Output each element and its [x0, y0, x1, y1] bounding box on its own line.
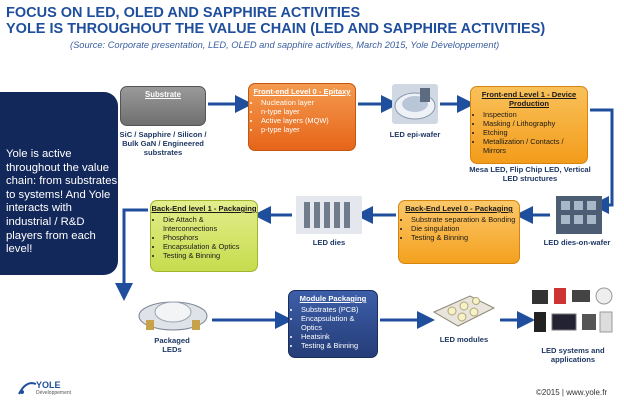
title-line-2: YOLE IS THROUGHOUT THE VALUE CHAIN (LED … [6, 21, 546, 37]
list-item: n-type layer [261, 107, 355, 116]
yole-logo-text: YOLE [36, 380, 61, 390]
substrate-box: Substrate [120, 86, 206, 126]
module-packaging-box: Module Packaging Substrates (PCB) Encaps… [288, 290, 378, 358]
list-item: Die Attach & Interconnections [163, 215, 257, 233]
backend-level0-title: Back-End Level 0 - Packaging [405, 204, 513, 213]
arrow-backend1-to-packaged [115, 208, 148, 301]
backend-level1-list: Die Attach & Interconnections Phosphors … [151, 215, 257, 260]
side-panel-text: Yole is active throughout the value chai… [6, 148, 118, 256]
list-item: Active layers (MQW) [261, 116, 355, 125]
list-item: Substrates (PCB) [301, 305, 377, 314]
backend-level0-box: Back-End Level 0 - Packaging Substrate s… [398, 200, 520, 264]
backend-level0-list: Substrate separation & Bonding Die singu… [399, 215, 519, 242]
frontend-level0-title: Front-end Level 0 - Epitaxy [253, 87, 351, 96]
frontend-level1-title: Front-end Level 1 - Device Production [481, 90, 577, 108]
list-item: Encapsulation & Optics [163, 242, 257, 251]
list-item: Testing & Binning [301, 341, 377, 350]
arrow-device-to-dies-on-wafer [590, 108, 614, 214]
side-panel [0, 92, 118, 275]
led-dies-image [296, 196, 362, 234]
module-packaging-title: Module Packaging [299, 294, 367, 303]
led-modules-image [430, 292, 498, 330]
epi-wafer-caption: LED epi-wafer [389, 130, 441, 139]
epi-wafer-image [392, 84, 438, 124]
list-item: Masking / Lithography [483, 119, 587, 128]
list-item: Testing & Binning [411, 233, 519, 242]
led-systems-image [528, 286, 618, 344]
packaged-leds-image [136, 292, 210, 334]
substrate-caption: SiC / Sapphire / Silicon / Bulk GaN / En… [119, 130, 207, 157]
led-modules-caption: LED modules [439, 335, 489, 344]
backend-level1-box: Back-End level 1 - Packaging Die Attach … [150, 200, 258, 272]
module-packaging-list: Substrates (PCB) Encapsulation & Optics … [289, 305, 377, 350]
list-item: Nucleation layer [261, 98, 355, 107]
substrate-label: Substrate [145, 90, 181, 99]
list-item: Phosphors [163, 233, 257, 242]
list-item: Etching [483, 128, 587, 137]
copyright: ©2015 | www.yole.fr [536, 388, 608, 397]
yole-logo-subtext: Développement [36, 390, 72, 396]
frontend-level1-box: Front-end Level 1 - Device Production In… [470, 86, 588, 164]
frontend-level1-list: Inspection Masking / Lithography Etching… [471, 110, 587, 155]
source-note: (Source: Corporate presentation, LED, OL… [70, 40, 500, 50]
backend-level1-title: Back-End level 1 - Packaging [151, 204, 257, 213]
dies-on-wafer-image [556, 196, 602, 234]
led-dies-caption: LED dies [312, 238, 346, 247]
list-item: Heatsink [301, 332, 377, 341]
frontend-level0-box: Front-end Level 0 - Epitaxy Nucleation l… [248, 83, 356, 151]
frontend-level0-list: Nucleation layer n-type layer Active lay… [249, 98, 355, 134]
list-item: Encapsulation & Optics [301, 314, 377, 332]
list-item: Testing & Binning [163, 251, 257, 260]
list-item: Die singulation [411, 224, 519, 233]
list-item: Metallization / Contacts / Mirrors [483, 137, 587, 155]
list-item: Substrate separation & Bonding [411, 215, 519, 224]
title-line-1: FOCUS ON LED, OLED AND SAPPHIRE ACTIVITI… [6, 5, 361, 21]
led-systems-caption: LED systems and applications [541, 346, 605, 364]
list-item: p-type layer [261, 125, 355, 134]
frontend-level1-caption: Mesa LED, Flip Chip LED, Vertical LED st… [469, 165, 591, 183]
yole-logo-mark-icon [18, 382, 37, 395]
dies-on-wafer-caption: LED dies-on-wafer [543, 238, 611, 247]
packaged-leds-caption: Packaged LEDs [154, 336, 190, 354]
list-item: Inspection [483, 110, 587, 119]
